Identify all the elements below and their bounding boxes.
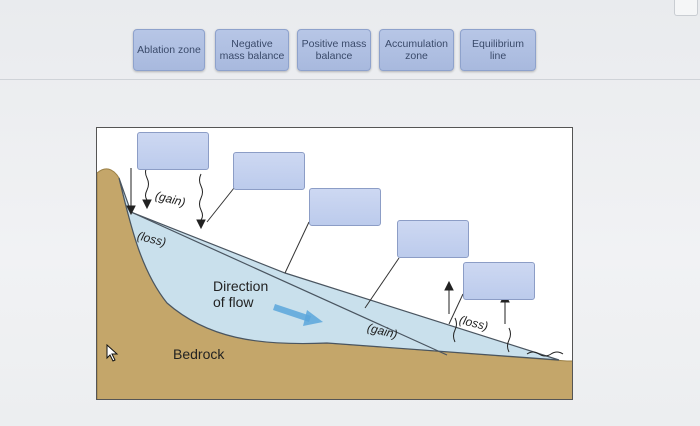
label-direction-of-flow: Direction of flow — [213, 278, 269, 310]
chip-negative-mass-balance[interactable]: Negative mass balance — [215, 29, 289, 71]
drop-target-5[interactable] — [463, 262, 535, 300]
answer-bank: Ablation zone Negative mass balance Posi… — [0, 22, 700, 80]
glacier-illustration — [97, 165, 572, 399]
equilibrium-line-mark — [130, 211, 448, 356]
surface-wave — [526, 351, 564, 357]
chip-positive-mass-balance[interactable]: Positive mass balance — [297, 29, 371, 71]
corner-control[interactable] — [674, 0, 698, 16]
drop-target-3[interactable] — [309, 188, 381, 226]
drop-target-1[interactable] — [137, 132, 209, 170]
flow-arrow — [273, 304, 323, 326]
drop-target-4[interactable] — [397, 220, 469, 258]
glacier-diagram: (gain) (loss) Direction of flow (gain) (… — [96, 127, 573, 400]
mouse-pointer-icon — [106, 344, 119, 362]
gain-arrows-top — [126, 165, 206, 230]
chip-ablation-zone[interactable]: Ablation zone — [133, 29, 205, 71]
drop-target-2[interactable] — [233, 152, 305, 190]
connector-lines — [206, 187, 464, 325]
label-bedrock: Bedrock — [173, 346, 225, 362]
chip-accumulation-zone[interactable]: Accumulation zone — [379, 29, 454, 71]
glacier-ice — [118, 177, 560, 361]
chip-equilibrium-line[interactable]: Equilibrium line — [460, 29, 536, 71]
